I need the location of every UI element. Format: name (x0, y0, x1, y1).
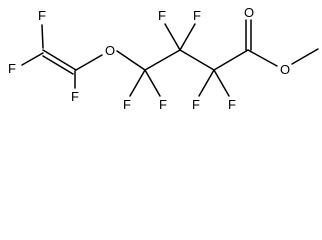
atom-f-vinyl-left: F (8, 61, 16, 76)
atom-f-c2-bottom-left: F (192, 97, 200, 112)
atom-o-ester: O (280, 62, 290, 77)
bonds (21, 19, 319, 97)
bond-c3-c2 (179, 49, 215, 71)
atom-f-c3-top-right: F (193, 8, 201, 23)
bond-c2-f-right (213, 69, 230, 97)
bond-c2-c1 (213, 49, 249, 71)
structural-formula: F F F O F F F F F F O O (8, 5, 319, 112)
atom-f-vinyl-bottom: F (71, 89, 79, 104)
bond-c3-f-right (179, 23, 196, 51)
bond-c2-f-left (198, 69, 215, 97)
bond-vinyl-double-1 (42, 49, 77, 71)
atom-o-carbonyl: O (244, 5, 254, 20)
atom-f-vinyl-top: F (38, 8, 46, 23)
bond-o-methyl (291, 48, 319, 65)
bond-f-c-vinyl-left (21, 52, 44, 66)
bond-f-c-vinyl-top (41, 24, 44, 49)
bond-c4-f-right (144, 69, 161, 97)
bond-c3-f-left (164, 23, 181, 51)
atom-f-c4-bottom-right: F (159, 97, 167, 112)
atom-o-ether: O (105, 43, 115, 58)
bond-c4-f-left (129, 69, 146, 97)
atom-labels: F F F O F F F F F F O O (8, 5, 290, 112)
atom-f-c4-bottom-left: F (123, 97, 131, 112)
bond-vinyl-double-2 (42, 55, 74, 75)
bond-o-c4 (116, 50, 146, 71)
bond-c1-o-ester (247, 49, 278, 67)
atom-f-c3-top-left: F (158, 8, 166, 23)
atom-f-c2-bottom-right: F (228, 97, 236, 112)
bond-c-o-ether-left (75, 54, 103, 71)
bond-c4-c3 (144, 49, 181, 71)
